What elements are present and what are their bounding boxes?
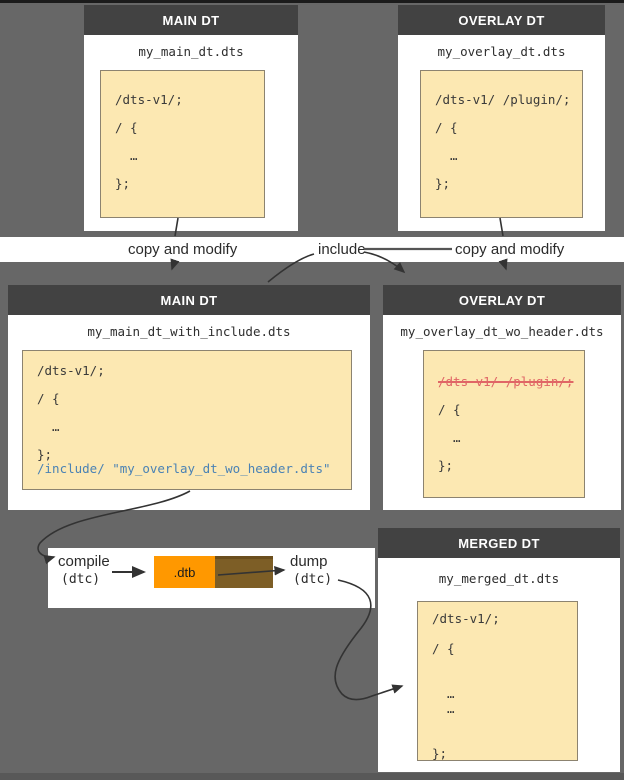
- code-line: / {: [432, 641, 455, 656]
- code-line: [435, 107, 582, 121]
- code-line: [432, 626, 577, 641]
- code-line: [37, 434, 351, 448]
- code-block: /dts-v1/ /plugin/; / { …};: [420, 70, 583, 218]
- code-line: …: [432, 701, 455, 716]
- code-line: };: [435, 176, 451, 191]
- include-label: include: [318, 241, 366, 258]
- labels-band: copy and modify include copy and modify: [0, 237, 624, 262]
- copy-modify-left-label: copy and modify: [128, 241, 238, 258]
- merged-dt-box: MERGED DT my_merged_dt.dts /dts-v1/; / { …: [378, 528, 620, 772]
- code-line: /include/ "my_overlay_dt_wo_header.dts": [37, 461, 331, 476]
- code-line: / {: [435, 120, 458, 135]
- code-line: };: [37, 447, 53, 462]
- box-header: MAIN DT: [8, 285, 370, 315]
- overlay-dt-source-box: OVERLAY DT my_overlay_dt.dts /dts-v1/ /p…: [398, 5, 605, 231]
- copy-modify-arrow-left-head: [170, 258, 180, 271]
- filename-label: my_main_dt_with_include.dts: [87, 324, 291, 339]
- compile-dump-band: compile (dtc) .dtb dump (dtc): [48, 548, 375, 608]
- code-line: [37, 378, 351, 392]
- dump-label: dump (dtc): [290, 553, 333, 587]
- code-line: };: [432, 746, 448, 761]
- code-line: / {: [115, 120, 138, 135]
- box-header: MAIN DT: [84, 5, 298, 35]
- copy-modify-arrow-right-head: [498, 258, 508, 271]
- code-line: …: [435, 148, 458, 163]
- code-line: [438, 417, 584, 431]
- code-line: [115, 107, 264, 121]
- code-line: [115, 163, 264, 177]
- box-header: OVERLAY DT: [383, 285, 621, 315]
- code-block: /dts-v1/; / { …};: [100, 70, 265, 218]
- main-dt-source-box: MAIN DT my_main_dt.dts /dts-v1/; / { …};: [84, 5, 298, 231]
- code-block: /dts-v1/; / { … …};: [417, 601, 578, 761]
- code-line: [37, 406, 351, 420]
- code-line: / {: [37, 391, 60, 406]
- code-block: /dts-v1/; / { …};/include/ "my_overlay_dt…: [22, 350, 352, 490]
- code-line: [435, 135, 582, 149]
- code-line: [438, 445, 584, 459]
- code-line: /dts-v1/ /plugin/;: [438, 374, 574, 389]
- filename-label: my_overlay_dt.dts: [437, 44, 566, 59]
- box-header: OVERLAY DT: [398, 5, 605, 35]
- brown-block: [215, 556, 273, 588]
- top-border: [0, 0, 624, 3]
- code-line: /dts-v1/;: [37, 363, 105, 378]
- code-line: [432, 731, 577, 746]
- filename-label: my_overlay_dt_wo_header.dts: [400, 324, 604, 339]
- code-block: /dts-v1/ /plugin/; / { …};: [423, 350, 585, 498]
- code-line: [115, 135, 264, 149]
- dtb-file-box: .dtb: [154, 556, 215, 588]
- copy-modify-right-label: copy and modify: [455, 241, 565, 258]
- code-line: …: [432, 686, 455, 701]
- code-line: /dts-v1/;: [115, 92, 183, 107]
- compile-label: compile (dtc): [58, 553, 110, 587]
- filename-label: my_merged_dt.dts: [438, 571, 560, 586]
- code-line: [432, 656, 577, 671]
- code-line: [432, 716, 577, 731]
- code-line: / {: [438, 402, 461, 417]
- code-line: [432, 671, 577, 686]
- code-line: …: [438, 430, 461, 445]
- main-dt-with-include-box: MAIN DT my_main_dt_with_include.dts /dts…: [8, 285, 370, 510]
- code-line: [438, 389, 584, 403]
- code-line: /dts-v1/;: [432, 611, 500, 626]
- bottom-border: [0, 773, 624, 780]
- code-line: …: [115, 148, 138, 163]
- box-header: MERGED DT: [378, 528, 620, 558]
- code-line: /dts-v1/ /plugin/;: [435, 92, 571, 107]
- code-line: …: [37, 419, 60, 434]
- code-line: };: [115, 176, 131, 191]
- filename-label: my_main_dt.dts: [138, 44, 244, 59]
- code-line: };: [438, 458, 454, 473]
- overlay-dt-wo-header-box: OVERLAY DT my_overlay_dt_wo_header.dts /…: [383, 285, 621, 510]
- code-line: [435, 163, 582, 177]
